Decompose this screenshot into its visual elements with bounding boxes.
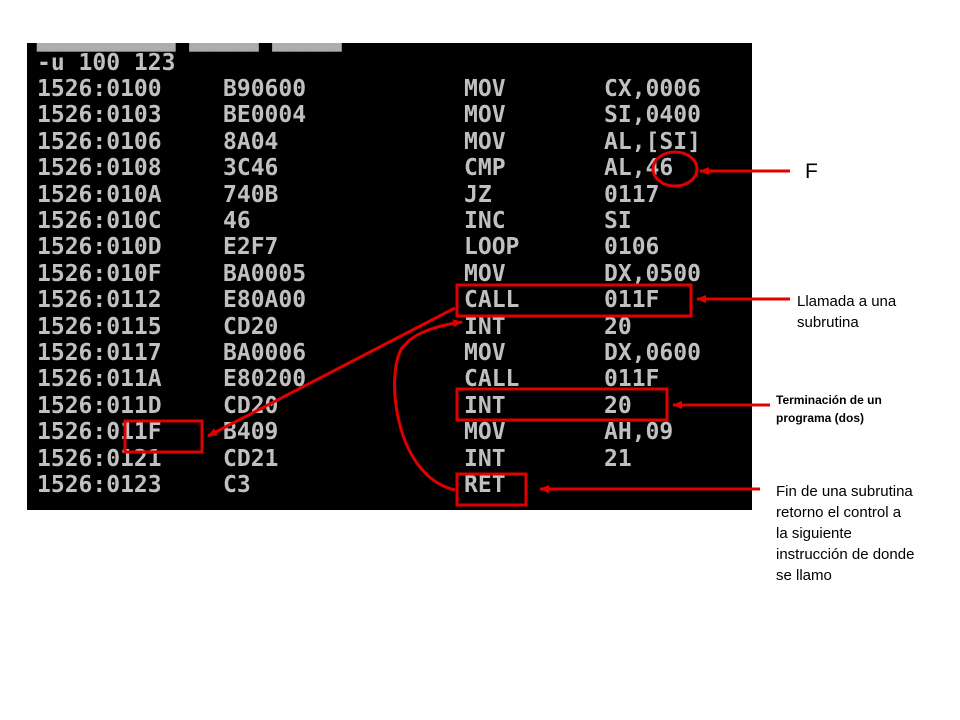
console-line-hex-bytes: E80200 [223, 366, 307, 393]
console-header: -u 100 123 [37, 50, 176, 76]
console-line-hex-bytes: 3C46 [223, 155, 279, 182]
console-line-hex-bytes: 46 [223, 208, 251, 234]
label-fin-subrutina: Fin de una subrutina retorno el control … [776, 483, 915, 584]
console-line-hex-bytes: C3 [223, 472, 251, 498]
console-line-operands: AL,[SI] [604, 128, 701, 155]
console-line-address: 1526:011D [37, 392, 162, 419]
console-line-address: 1526:010C [37, 208, 162, 234]
console-line-hex-bytes: B409 [223, 419, 279, 446]
console-line-mnemonic: LOOP [464, 234, 520, 261]
console-line-operands: 20 [604, 313, 632, 340]
console-line-mnemonic: RET [464, 472, 506, 498]
console-line-address: 1526:010D [37, 234, 162, 261]
console-line-address: 1526:010A [37, 181, 162, 208]
console-line-mnemonic: CALL [464, 366, 520, 393]
label-terminacion-programa: Terminación de un programa (dos) [776, 393, 882, 425]
console-line-operands: 011F [604, 287, 660, 314]
console-line-operands: 20 [604, 392, 632, 419]
console-line-mnemonic: INT [464, 392, 506, 419]
console-line-mnemonic: MOV [464, 419, 506, 446]
console-line-hex-bytes: CD21 [223, 445, 279, 472]
label-f: F [805, 160, 818, 183]
console-line-mnemonic: INT [464, 313, 506, 340]
console-line-hex-bytes: B90600 [223, 76, 307, 102]
console-line-address: 1526:0103 [37, 102, 162, 129]
console-line-hex-bytes: BE0004 [223, 102, 307, 129]
console-line-mnemonic: INT [464, 445, 506, 472]
console-window: ▄▄▄▄▄▄▄▄▄▄ ▄▄▄▄▄ ▄▄▄▄▄ -u 100 123 1526:0… [27, 43, 752, 510]
console-line-address: 1526:011A [37, 366, 162, 393]
console-line-operands: AL,46 [604, 155, 674, 182]
console-line-mnemonic: MOV [464, 340, 506, 366]
console-line-address: 1526:0117 [37, 340, 162, 366]
console-line-address: 1526:0121 [37, 445, 162, 472]
console-line-hex-bytes: CD20 [223, 392, 279, 419]
console-line-operands: 011F [604, 366, 660, 393]
console-line-hex-bytes: E80A00 [223, 287, 307, 314]
console-line-address: 1526:0115 [37, 313, 162, 340]
console-line-mnemonic: CMP [464, 155, 506, 182]
console-line-hex-bytes: CD20 [223, 313, 279, 340]
console-line-operands: 0106 [604, 234, 660, 261]
console-line-mnemonic: MOV [464, 76, 506, 102]
console-line-address: 1526:0112 [37, 287, 162, 314]
console-line-address: 1526:010F [37, 260, 162, 287]
label-llamada-subrutina: Llamada a una subrutina [797, 293, 897, 331]
console-line-hex-bytes: 740B [223, 181, 279, 208]
console-line-address: 1526:0108 [37, 155, 162, 182]
console-line-hex-bytes: E2F7 [223, 234, 279, 261]
console-line-mnemonic: INC [464, 208, 506, 234]
console-line-operands: DX,0500 [604, 260, 701, 287]
console-line-mnemonic: JZ [464, 181, 492, 208]
console-line-operands: SI [604, 208, 632, 234]
console-line-hex-bytes: 8A04 [223, 128, 279, 155]
console-line-operands: 21 [604, 445, 632, 472]
console-line-operands: 0117 [604, 181, 660, 208]
console-line-mnemonic: MOV [464, 260, 506, 287]
console-line-mnemonic: MOV [464, 128, 506, 155]
console-line-address: 1526:0100 [37, 76, 162, 102]
console-line-address: 1526:011F [37, 419, 162, 446]
console-line-operands: DX,0600 [604, 340, 701, 366]
console-line-operands: SI,0400 [604, 102, 701, 129]
console-line-mnemonic: CALL [464, 287, 520, 314]
console-line-hex-bytes: BA0006 [223, 340, 307, 366]
console-header-residual: ▄▄▄▄▄▄▄▄▄▄ ▄▄▄▄▄ ▄▄▄▄▄ [37, 43, 342, 52]
console-line-mnemonic: MOV [464, 102, 506, 129]
console-line-operands: CX,0006 [604, 76, 701, 102]
console-line-operands: AH,09 [604, 419, 674, 446]
console-line-address: 1526:0106 [37, 128, 162, 155]
console-line-hex-bytes: BA0005 [223, 260, 307, 287]
console-line-address: 1526:0123 [37, 472, 162, 498]
